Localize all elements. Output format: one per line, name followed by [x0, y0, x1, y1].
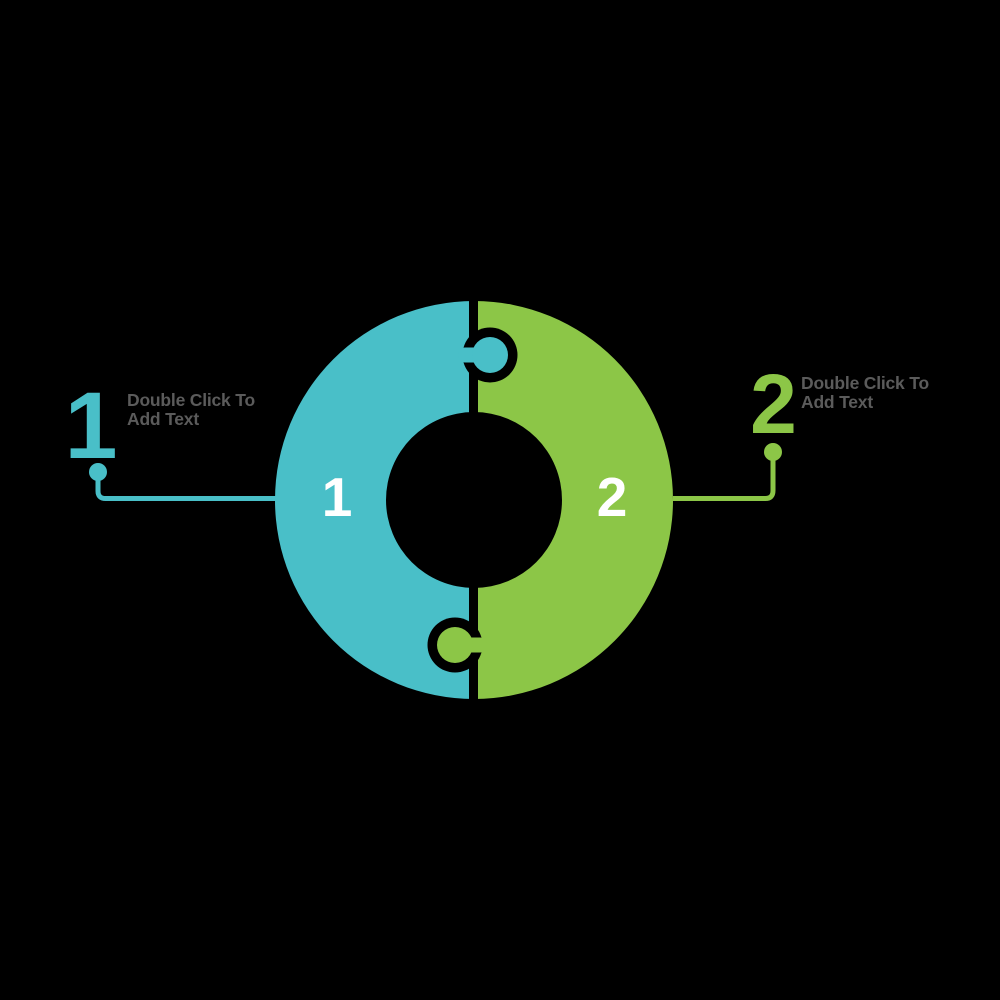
segment-2-shape[interactable]: [474, 301, 673, 699]
callout-2-text-line1[interactable]: Double Click To: [801, 373, 929, 393]
callout-1-text-line1[interactable]: Double Click To: [127, 390, 255, 410]
segment-divider: [469, 299, 478, 701]
callout-1-text-line2[interactable]: Add Text: [127, 409, 200, 429]
callout-2-connector-line: [673, 458, 776, 501]
segment-1-shape[interactable]: [275, 301, 474, 699]
callout-2-dot: [764, 443, 782, 461]
puzzle-donut: 1 2: [275, 299, 673, 701]
callout-1-number: 1: [65, 373, 118, 479]
callout-1-connector-line: [95, 476, 276, 501]
callout-2-number: 2: [750, 357, 797, 451]
callout-1-dot: [89, 463, 107, 481]
callout-1: 1 Double Click To Add Text: [65, 373, 276, 501]
segment-2-tab-knob: [437, 627, 473, 663]
segment-1-tab-knob: [472, 337, 508, 373]
segment-2-number: 2: [597, 466, 628, 528]
segment-1-number: 1: [322, 466, 353, 528]
callout-2-text-line2[interactable]: Add Text: [801, 392, 874, 412]
callout-2: 2 Double Click To Add Text: [673, 357, 929, 501]
